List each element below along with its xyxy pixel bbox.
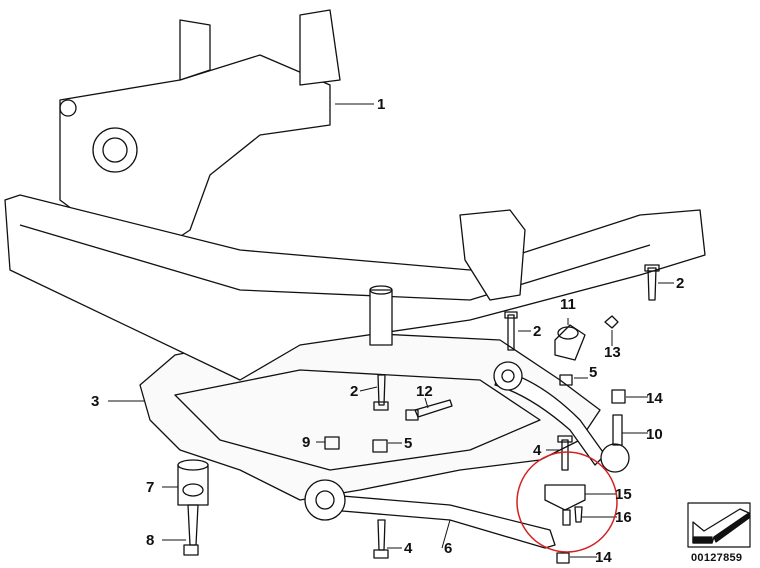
callout-6: 6 <box>444 540 453 557</box>
callout-14: 14 <box>646 390 663 407</box>
callout-12: 12 <box>416 383 433 400</box>
callout-5: 5 <box>404 435 413 452</box>
callout-15: 15 <box>615 486 632 503</box>
callout-5: 5 <box>589 364 598 381</box>
callout-4: 4 <box>533 442 542 459</box>
reference-number: 00127859 <box>691 552 743 564</box>
callout-2: 2 <box>676 275 685 292</box>
callout-16: 16 <box>615 509 632 526</box>
callout-13: 13 <box>604 344 621 361</box>
cross-beam <box>4 194 706 381</box>
callout-3: 3 <box>91 393 100 410</box>
callout-11: 11 <box>560 296 576 313</box>
callout-10: 10 <box>646 426 663 443</box>
callout-2: 2 <box>533 323 542 340</box>
ball-joint <box>544 484 586 511</box>
callout-2: 2 <box>350 383 359 400</box>
callout-14: 14 <box>595 549 612 566</box>
callout-9: 9 <box>302 434 311 451</box>
callout-7: 7 <box>146 479 155 496</box>
callout-4: 4 <box>404 540 413 557</box>
callout-1: 1 <box>377 96 386 113</box>
front-arrow-icon <box>687 502 751 548</box>
tension-strut <box>329 494 556 549</box>
highlight-circle <box>516 451 618 553</box>
callout-8: 8 <box>146 532 155 549</box>
wishbone-arm <box>494 369 606 466</box>
